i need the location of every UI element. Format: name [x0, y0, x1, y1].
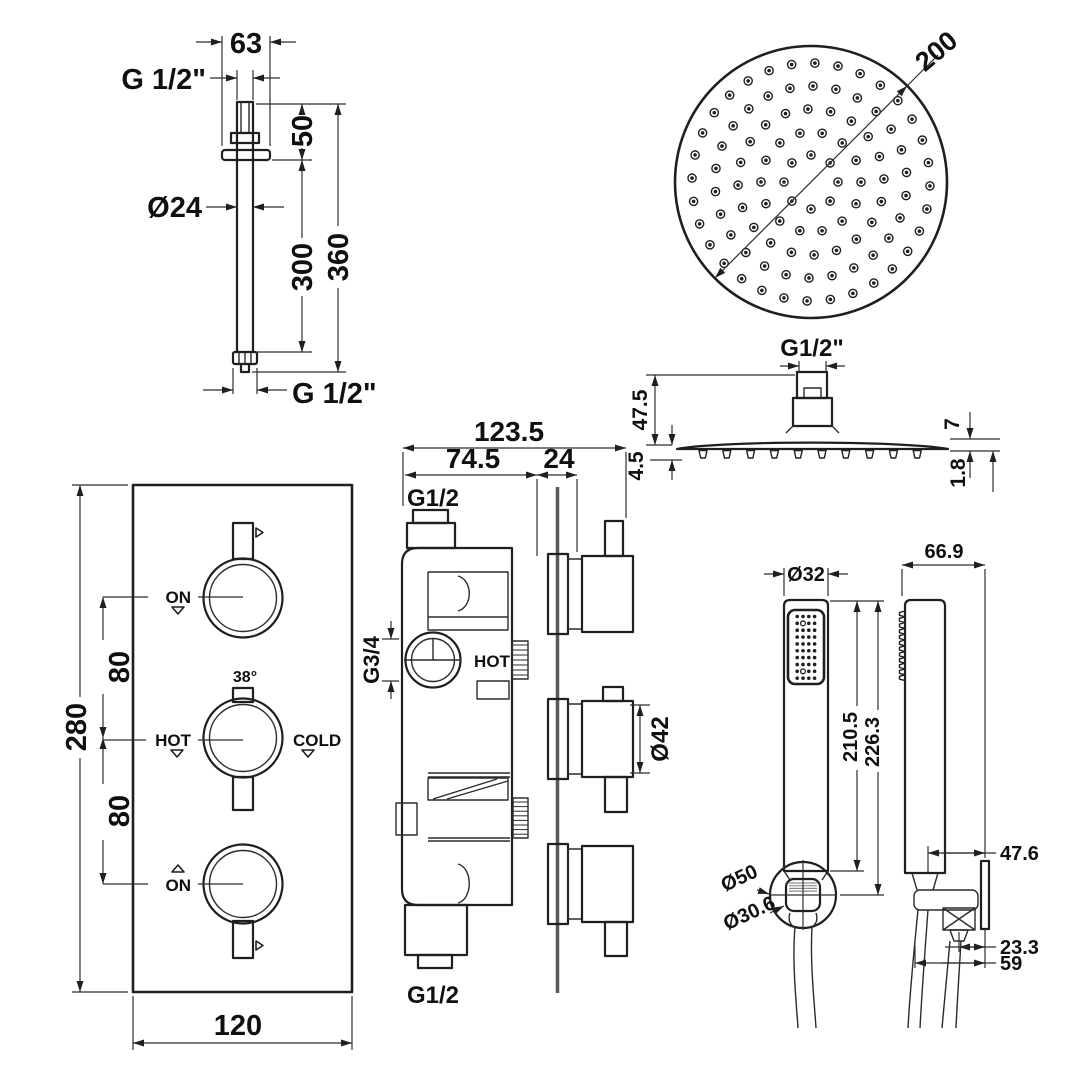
dim-spacing-upper: 80 — [104, 651, 136, 683]
head-side-body — [675, 370, 950, 459]
dim-head-edge: 1.8 — [947, 458, 970, 488]
dim-arm-length: 300 — [287, 243, 319, 291]
valve-knob-top: ON — [103, 521, 284, 639]
dim-head-nozzle-drop: 4.5 — [625, 451, 648, 481]
hand-shower-drawing: Ø32 66.9 210.5 226.3 Ø50 Ø30.6 47.6 23.3 — [718, 541, 1039, 1029]
ceiling-arm-body — [220, 100, 272, 374]
cartridge-ribs-upper — [512, 644, 528, 676]
label-cold: COLD — [293, 731, 341, 750]
dim-head-diameter: 200 — [909, 25, 963, 77]
dim-plate-width: 120 — [214, 1010, 262, 1042]
ceiling-arm-drawing: 63 G 1/2" Ø24 50 300 360 G 1/2" — [121, 28, 376, 410]
label-bottom-inlet: G1/2 — [407, 982, 459, 1009]
label-head-thread: G1/2" — [780, 335, 843, 362]
valve-knob-middle: 38° HOT COLD — [103, 669, 341, 812]
dim-holder-outer: Ø50 — [718, 861, 762, 897]
head-side-dimensions: G1/2" 47.5 4.5 7 1.8 — [625, 335, 1000, 492]
dim-plate-height: 280 — [61, 703, 93, 751]
dim-wall-offset: 47.6 — [1000, 843, 1039, 865]
valve-side-view: HOT — [359, 416, 674, 1009]
head-rim — [673, 44, 949, 320]
label-outlet-port: G3/4 — [359, 635, 384, 683]
dim-knob-depth: 24 — [543, 443, 575, 474]
valve-front-dimensions: 280 80 80 120 — [61, 484, 353, 1050]
dim-head-thickness: 7 — [941, 418, 964, 430]
dim-arm-diameter: Ø24 — [147, 192, 202, 224]
dim-handle-length: 210.5 — [840, 712, 862, 762]
ceiling-arm-dimensions: 63 G 1/2" Ø24 50 300 360 G 1/2" — [121, 28, 376, 410]
label-hot: HOT — [155, 731, 192, 750]
dim-spacing-lower: 80 — [104, 795, 136, 827]
label-hot-side: HOT — [474, 652, 511, 671]
valve-front-view: ON 38° HOT COLD ON — [61, 483, 354, 1050]
valve-side-dimensions: 123.5 74.5 24 G1/2 G3/4 Ø42 G1/2 — [359, 416, 674, 1009]
dim-hose-offset: 59 — [1000, 953, 1022, 975]
handset-side-ribs — [898, 610, 906, 682]
dim-holder-inner: Ø30.6 — [720, 892, 779, 935]
label-arm-thread-bottom: G 1/2" — [292, 378, 377, 410]
valve-side-knob-bottom — [546, 842, 635, 958]
label-on-bottom: ON — [166, 876, 192, 895]
handset-dimensions: Ø32 66.9 210.5 226.3 Ø50 Ø30.6 47.6 23.3 — [718, 541, 1039, 975]
valve-side-body: HOT — [395, 508, 529, 970]
head-diameter-dimension: 200 — [714, 25, 963, 279]
handset-side-view — [898, 598, 991, 1029]
label-arm-thread-top: G 1/2" — [121, 64, 206, 96]
valve-plate — [131, 483, 354, 994]
dim-arm-total: 360 — [323, 233, 355, 281]
dim-total-length: 226.3 — [862, 717, 884, 767]
shower-head-top-view: 200 — [673, 25, 963, 320]
dim-arm-drop: 50 — [287, 115, 319, 147]
valve-knob-bottom: ON — [103, 843, 284, 960]
dim-head-dia: Ø32 — [787, 564, 825, 586]
label-top-inlet: G1/2 — [407, 485, 459, 512]
dim-arm-width: 63 — [230, 28, 262, 60]
label-temperature: 38° — [233, 669, 257, 686]
valve-side-knob-middle — [546, 685, 635, 814]
shower-head-side-view: G1/2" 47.5 4.5 7 1.8 — [625, 335, 1000, 492]
label-on-top: ON — [166, 588, 192, 607]
dim-outlet-offset: 23.3 — [1000, 937, 1039, 959]
dim-side-width: 66.9 — [925, 541, 964, 563]
handset-spray-face — [795, 614, 817, 680]
valve-side-knob-top — [546, 519, 635, 636]
dim-body-depth: 74.5 — [446, 443, 501, 474]
head-side-nozzles — [698, 449, 922, 459]
handset-front-view — [768, 598, 838, 1029]
cartridge-ribs-lower — [513, 801, 528, 835]
dim-head-height: 47.5 — [629, 389, 652, 430]
wall-bracket — [979, 859, 991, 931]
dim-total-depth: 123.5 — [474, 416, 544, 447]
dim-knob-diameter: Ø42 — [647, 716, 674, 761]
